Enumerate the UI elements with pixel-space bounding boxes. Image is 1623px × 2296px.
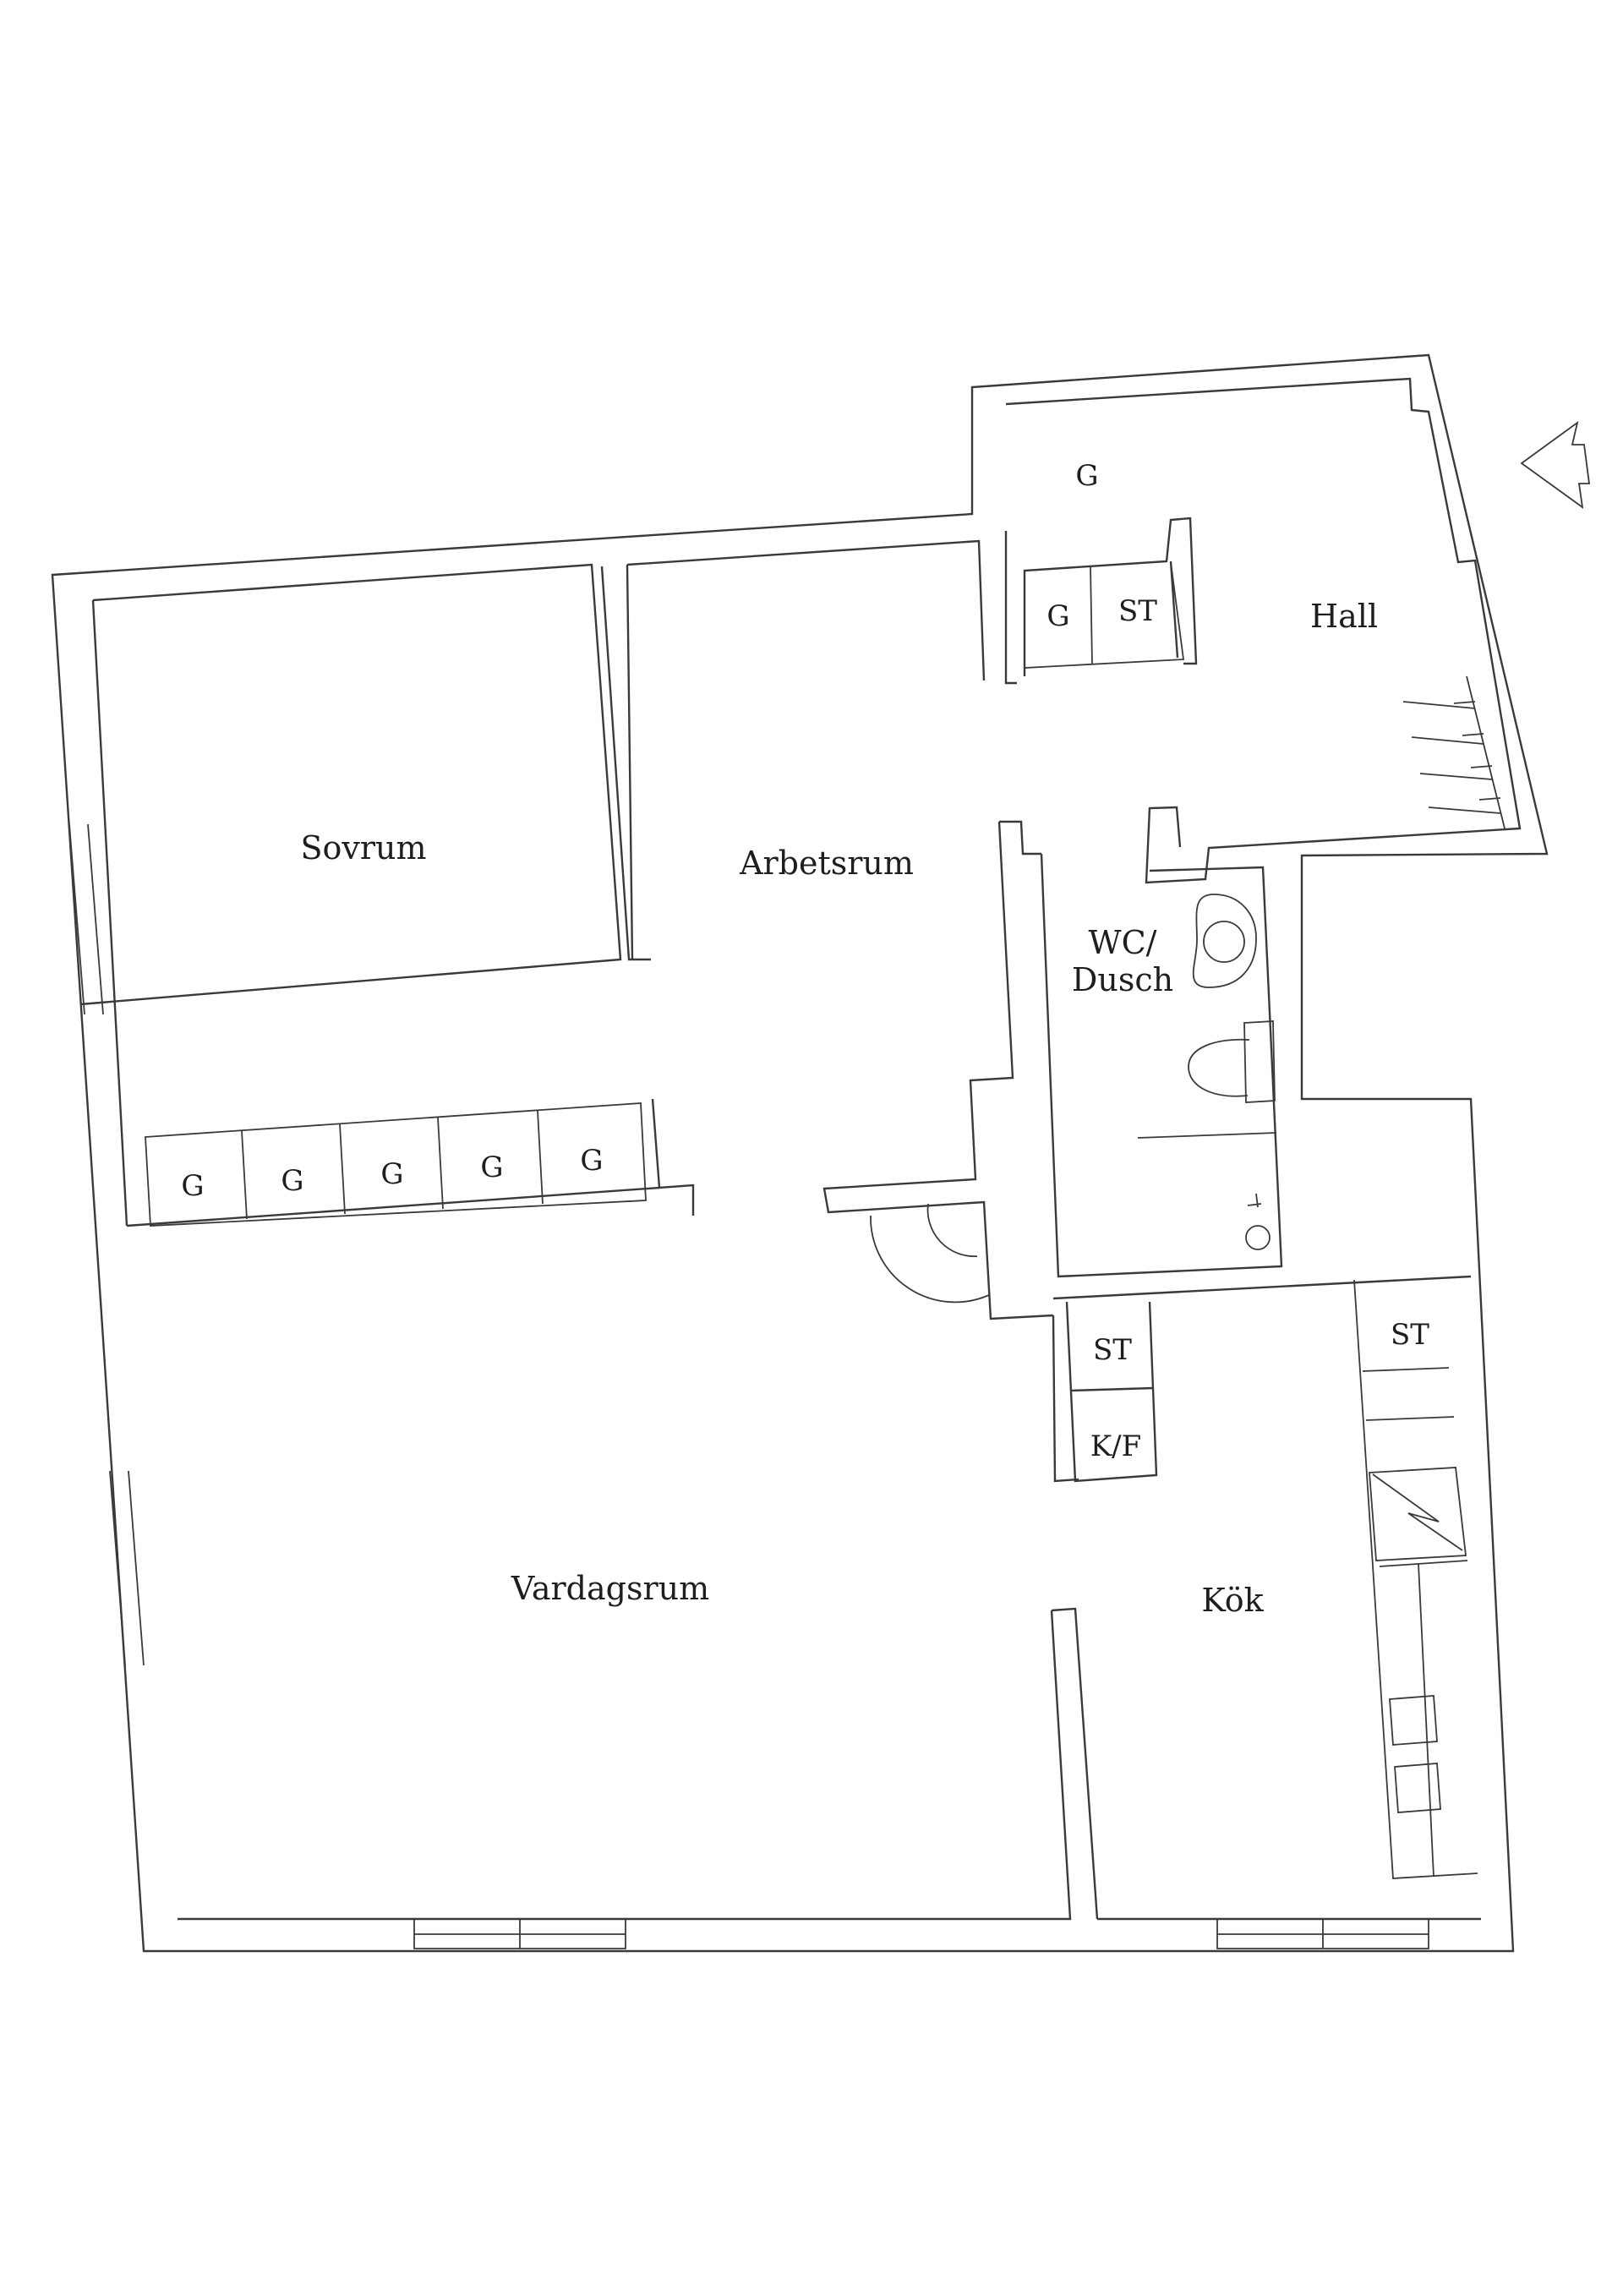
room-label-dusch: Dusch [1072,961,1173,998]
room-label-arbetsrum: Arbetsrum [739,845,914,882]
storage-label-st-left: ST [1093,1333,1132,1367]
labels: Sovrum Arbetsrum Hall WC/ Dusch Vardagsr… [181,459,1429,1619]
room-label-hall: Hall [1310,598,1378,635]
wardrobe-label: G [181,1169,204,1203]
storage-label-st-kitchen: ST [1391,1318,1429,1352]
inner-walls [79,377,1522,1921]
room-label-wc: WC/ [1089,924,1157,961]
storage-label-kf: K/F [1090,1430,1141,1463]
lightning-icon [1372,1473,1463,1551]
storage-label-hall-g: G [1046,599,1069,633]
sink-icon [1192,894,1257,988]
wardrobe-row [145,1102,647,1227]
room-label-sovrum: Sovrum [300,829,426,866]
shower-tray [1137,1132,1277,1139]
entrance-arrow-icon [1520,420,1591,509]
wardrobe-label: G [281,1164,303,1198]
storage-label-hall-st: ST [1118,594,1157,628]
wardrobe-label: G [580,1144,603,1178]
wardrobe-label: G [380,1157,403,1191]
room-label-kok: Kök [1201,1582,1264,1619]
room-label-vardagsrum: Vardagsrum [511,1570,709,1607]
wardrobe-label: G [480,1151,503,1184]
wc-fixtures [1137,894,1277,1250]
kitchen-counters [1353,1279,1478,1879]
door-swings [870,1203,990,1304]
hall-closet [1024,561,1185,669]
shoe-rack [1402,675,1506,829]
storage-label-hall-top: G [1075,459,1098,493]
toilet-icon [1188,1020,1276,1103]
windows [68,823,1429,1949]
outer-walls [51,353,1549,1953]
sink-basin-icon [1203,921,1245,963]
drain-icon [1245,1225,1271,1250]
